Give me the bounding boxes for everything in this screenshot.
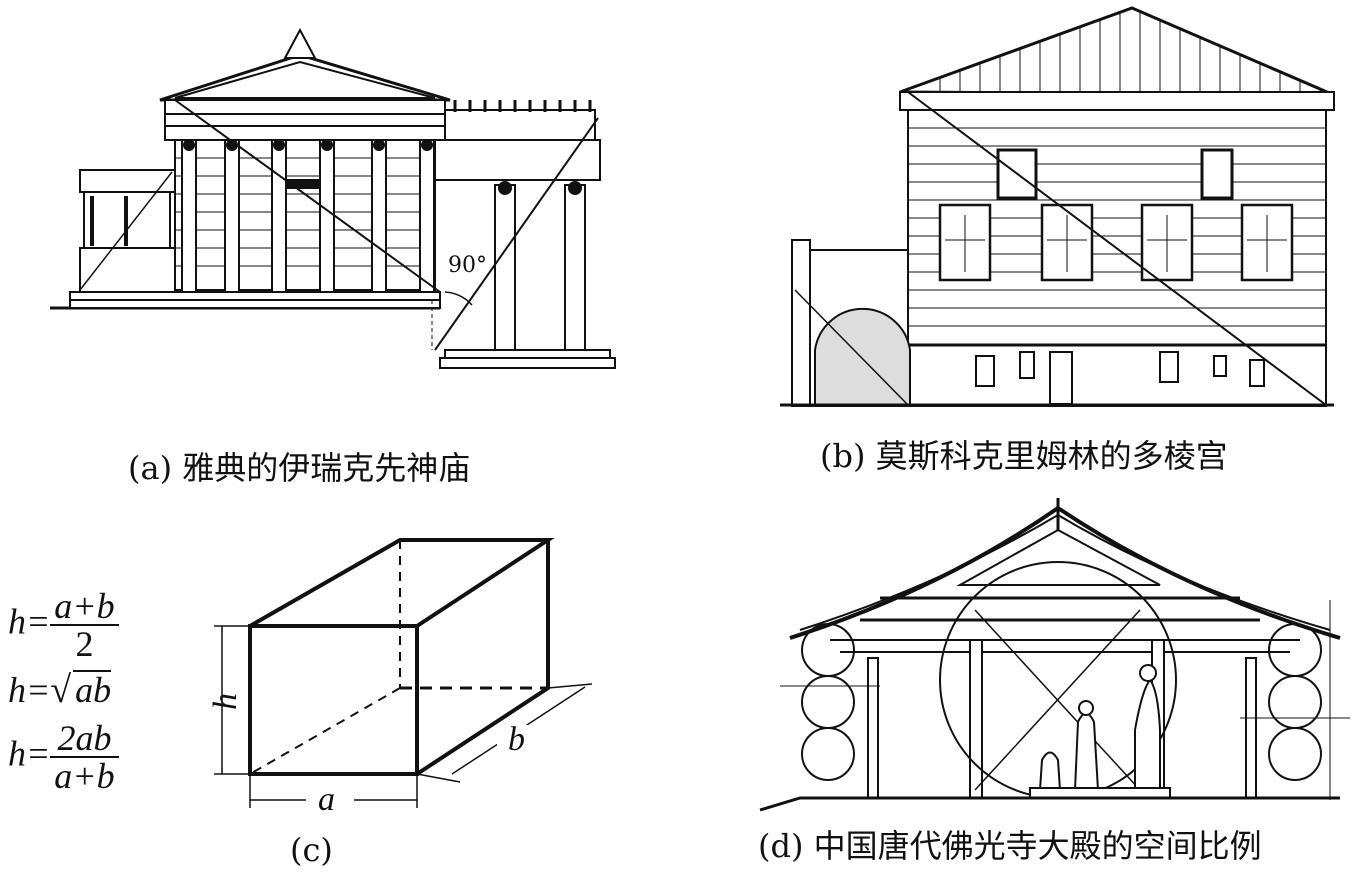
dim-h-label: h <box>207 693 244 710</box>
formula-lhs: h= <box>8 670 51 710</box>
formula-lhs: h= <box>8 733 51 774</box>
fraction-numerator: a+b <box>50 588 119 626</box>
angle-label: 90° <box>448 253 487 278</box>
erechtheion-drawing: 90° <box>50 27 616 369</box>
caption-b: (b) 莫斯科克里姆林的多棱宫 <box>820 437 1228 475</box>
caption-a: (a) 雅典的伊瑞克先神庙 <box>128 449 471 487</box>
fraction-denominator: 2 <box>75 624 94 664</box>
palace-of-facets-drawing <box>780 6 1335 407</box>
dim-a-gap <box>306 790 354 812</box>
dim-b-label: b <box>508 721 525 758</box>
radical-sign: √ <box>50 669 72 711</box>
dim-a-label: a <box>318 781 335 818</box>
panel-a: 90° (a) 雅典的伊瑞克先神庙 <box>0 0 640 484</box>
fraction-numerator: 2ab <box>50 720 119 758</box>
caption-c: (c) <box>290 831 333 869</box>
panel-d: (d) 中国唐代佛光寺大殿的空间比例 <box>740 490 1369 877</box>
radicand: ab <box>73 670 112 710</box>
foguang-temple-section-drawing <box>759 498 1350 812</box>
formula-geometric-mean: h=√ab <box>8 669 112 711</box>
fraction-denominator: a+b <box>54 756 115 796</box>
formula-lhs: h= <box>8 601 51 642</box>
caption-d: (d) 中国唐代佛光寺大殿的空间比例 <box>758 827 1262 865</box>
box-drawing: a b h <box>207 538 593 818</box>
panel-b: (b) 莫斯科克里姆林的多棱宫 <box>740 0 1369 480</box>
dim-b-gap <box>497 725 533 753</box>
